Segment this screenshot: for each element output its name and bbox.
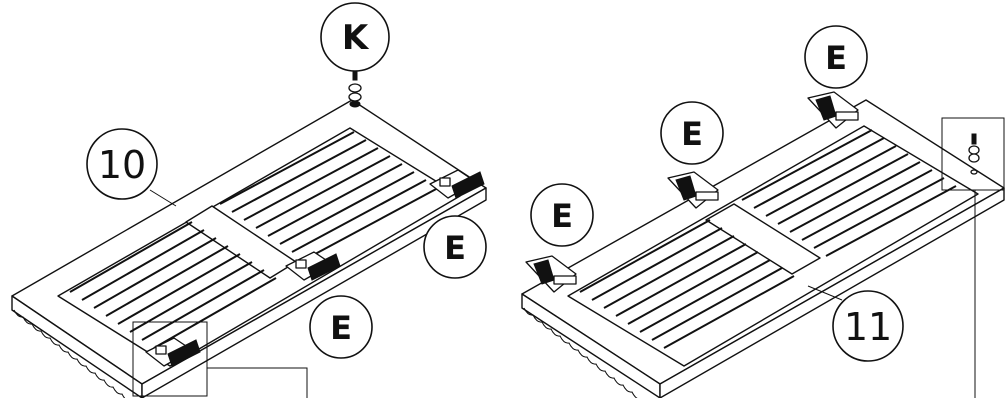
- callout-11-label: 11: [844, 305, 892, 349]
- louvers-right: [579, 129, 957, 349]
- leader-10: [149, 189, 177, 207]
- louvers-left: [69, 131, 439, 349]
- callout-e-left-bottom: E: [309, 295, 373, 359]
- callout-k-label: K: [342, 18, 370, 58]
- callout-e-label: E: [551, 197, 573, 235]
- hinge-right-bottom: [525, 255, 577, 293]
- callout-10-label: 10: [98, 143, 146, 187]
- leader-11: [807, 285, 843, 301]
- shutter-panel-10: [11, 69, 487, 398]
- hinge-right-top: [807, 91, 859, 129]
- callout-k: K: [320, 2, 390, 72]
- screw-hardware-right: [968, 133, 980, 175]
- hinge-right-mid: [667, 171, 719, 209]
- callout-e-label: E: [681, 115, 703, 153]
- hinge-left-bottom: [145, 337, 201, 367]
- louver-ends-left: [13, 309, 126, 398]
- callout-e-label: E: [825, 39, 847, 77]
- callout-e-label: E: [330, 309, 352, 347]
- detail-leader-left: [207, 367, 308, 398]
- shutter-panel-11: [521, 91, 1005, 398]
- callout-e-right-mid: E: [660, 101, 724, 165]
- callout-e-label: E: [444, 229, 466, 267]
- callout-e-left-right: E: [423, 215, 487, 279]
- detail-box-left: [132, 321, 208, 397]
- detail-box-right: [941, 117, 1005, 191]
- callout-11: 11: [832, 290, 904, 362]
- hinge-left-mid: [285, 251, 341, 281]
- callout-e-right-top: E: [804, 25, 868, 89]
- hinge-left-top: [429, 169, 485, 199]
- callout-10: 10: [86, 128, 158, 200]
- callout-e-right-left: E: [530, 183, 594, 247]
